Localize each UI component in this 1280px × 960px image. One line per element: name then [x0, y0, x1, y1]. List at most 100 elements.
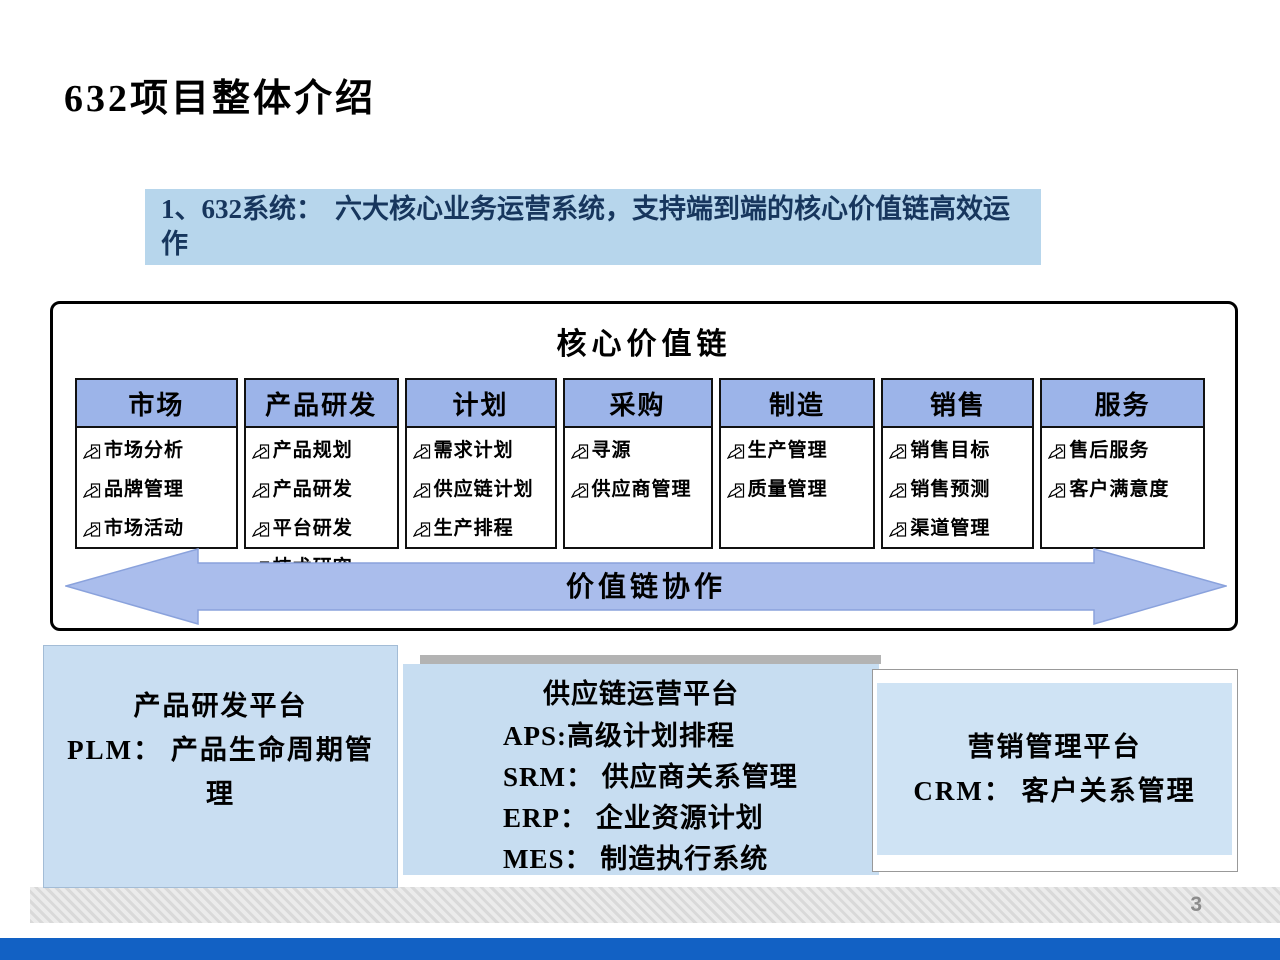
list-item: 品牌管理: [82, 477, 231, 507]
platform-plm-title: 产品研发平台: [133, 691, 308, 721]
column-header: 市场: [77, 380, 236, 428]
platform-crm-subtitle: CRM： 客户关系管理: [913, 776, 1196, 806]
collaboration-arrow: 价值链协作: [65, 547, 1227, 626]
bottom-accent-bar: [0, 938, 1280, 960]
list-item: 寻源: [570, 438, 706, 468]
column-header: 计划: [406, 380, 555, 428]
list-item-label: 需求计划: [433, 440, 514, 461]
column-item-list: 售后服务 客户满意度: [1042, 428, 1203, 507]
column-header: 采购: [564, 380, 711, 428]
writing-hand-icon: [570, 442, 589, 468]
column-sales: 销售 销售目标 销售预测: [881, 378, 1035, 549]
list-item: 质量管理: [726, 477, 869, 507]
writing-hand-icon: [251, 520, 270, 546]
writing-hand-icon: [412, 520, 431, 546]
list-item-label: 销售预测: [910, 479, 991, 500]
column-item-list: 寻源 供应商管理: [565, 428, 711, 507]
column-planning: 计划 需求计划 供应链计划: [404, 378, 557, 549]
column-header: 制造: [720, 380, 874, 428]
column-item-list: 销售目标 销售预测 渠道管理: [883, 428, 1032, 546]
column-item-list: 产品规划 产品研发 平台研发: [246, 428, 397, 585]
writing-hand-icon: [1048, 442, 1066, 468]
list-item-label: 销售目标: [910, 440, 991, 461]
list-item: 市场活动: [82, 516, 231, 546]
list-item-label: 生产排程: [433, 518, 514, 539]
platform-scm-title: 供应链运营平台: [543, 679, 739, 709]
list-item-label: 售后服务: [1069, 440, 1150, 461]
list-item-label: 生产管理: [747, 440, 828, 461]
writing-hand-icon: [889, 481, 907, 507]
list-item-label: 质量管理: [747, 479, 828, 500]
writing-hand-icon: [889, 442, 907, 468]
column-item-list: 需求计划 供应链计划 生产排程: [407, 428, 555, 546]
list-item-label: 客户满意度: [1069, 479, 1170, 500]
column-procurement: 采购 寻源 供应商管理: [562, 378, 713, 549]
column-product-rd: 产品研发 产品规划 产品研发: [243, 378, 399, 578]
column-service: 服务 售后服务 客户满意度: [1040, 378, 1205, 549]
list-item: 销售目标: [889, 438, 1027, 468]
column-item-list: 市场分析 品牌管理 市场活动: [77, 428, 236, 546]
list-item: 生产排程: [412, 516, 550, 546]
list-item-label: 供应商管理: [591, 479, 692, 500]
list-item: 渠道管理: [889, 516, 1027, 546]
platform-scm-box: 供应链运营平台 APS:高级计划排程 SRM： 供应商关系管理 ERP： 企业资…: [403, 664, 879, 875]
writing-hand-icon: [82, 520, 101, 546]
value-chain-columns: 市场 市场分析 品牌管理: [75, 378, 1205, 578]
banner-prefix: 1、632系统：: [161, 194, 323, 224]
collaboration-arrow-label: 价值链协作: [565, 571, 726, 603]
platform-scm-item: APS:高级计划排程: [503, 721, 735, 751]
list-item-label: 市场活动: [104, 518, 185, 539]
list-item: 生产管理: [726, 438, 869, 468]
list-item-label: 平台研发: [272, 518, 353, 539]
list-item-label: 寻源: [591, 440, 632, 461]
list-item-label: 品牌管理: [104, 479, 185, 500]
list-item: 平台研发: [251, 516, 392, 546]
page-number: 3: [1190, 893, 1202, 916]
list-item-label: 产品规划: [272, 440, 353, 461]
platform-plm-box: 产品研发平台 PLM： 产品生命周期管理: [43, 645, 398, 888]
platform-scm-item-list: APS:高级计划排程 SRM： 供应商关系管理 ERP： 企业资源计划 MES：…: [403, 714, 879, 880]
list-item: 客户满意度: [1048, 477, 1198, 507]
column-header: 销售: [883, 380, 1033, 428]
footer-bar: 3: [30, 887, 1280, 923]
list-item: 市场分析: [82, 438, 231, 468]
writing-hand-icon: [726, 481, 745, 507]
list-item-label: 渠道管理: [910, 518, 991, 539]
platform-crm-card: 营销管理平台 CRM： 客户关系管理: [872, 669, 1238, 872]
platform-scm-item: ERP： 企业资源计划: [503, 803, 764, 833]
column-item-list: 生产管理 质量管理: [721, 428, 874, 507]
writing-hand-icon: [726, 442, 745, 468]
list-item-label: 产品研发: [272, 479, 353, 500]
platform-scm-shadow: [420, 655, 881, 664]
platform-crm-title: 营销管理平台: [967, 732, 1142, 762]
platform-scm-item: MES： 制造执行系统: [503, 844, 769, 874]
list-item: 供应商管理: [570, 477, 706, 507]
list-item: 供应链计划: [412, 477, 550, 507]
list-item: 产品研发: [251, 477, 392, 507]
platform-plm-subtitle: PLM： 产品生命周期管理: [67, 735, 374, 809]
writing-hand-icon: [1048, 481, 1066, 507]
platform-crm-box: 营销管理平台 CRM： 客户关系管理: [877, 683, 1232, 855]
page-title: 632项目整体介绍: [64, 78, 377, 121]
banner-text: 六大核心业务运营系统，支持端到端的核心价值链高效运作: [161, 194, 1010, 259]
writing-hand-icon: [82, 442, 101, 468]
writing-hand-icon: [570, 481, 589, 507]
writing-hand-icon: [412, 442, 431, 468]
double-arrow-shape: [65, 548, 1227, 625]
list-item: 需求计划: [412, 438, 550, 468]
writing-hand-icon: [889, 520, 907, 546]
column-market: 市场 市场分析 品牌管理: [75, 378, 238, 549]
column-header: 服务: [1042, 380, 1203, 428]
writing-hand-icon: [251, 481, 270, 507]
platform-scm-item: SRM： 供应商关系管理: [503, 762, 798, 792]
list-item-label: 供应链计划: [433, 479, 534, 500]
writing-hand-icon: [82, 481, 101, 507]
core-value-chain-title: 核心价值链: [556, 328, 732, 361]
writing-hand-icon: [251, 442, 270, 468]
list-item: 产品规划: [251, 438, 392, 468]
writing-hand-icon: [412, 481, 431, 507]
list-item: 销售预测: [889, 477, 1027, 507]
column-manufacturing: 制造 生产管理 质量管理: [718, 378, 876, 549]
list-item: 售后服务: [1048, 438, 1198, 468]
